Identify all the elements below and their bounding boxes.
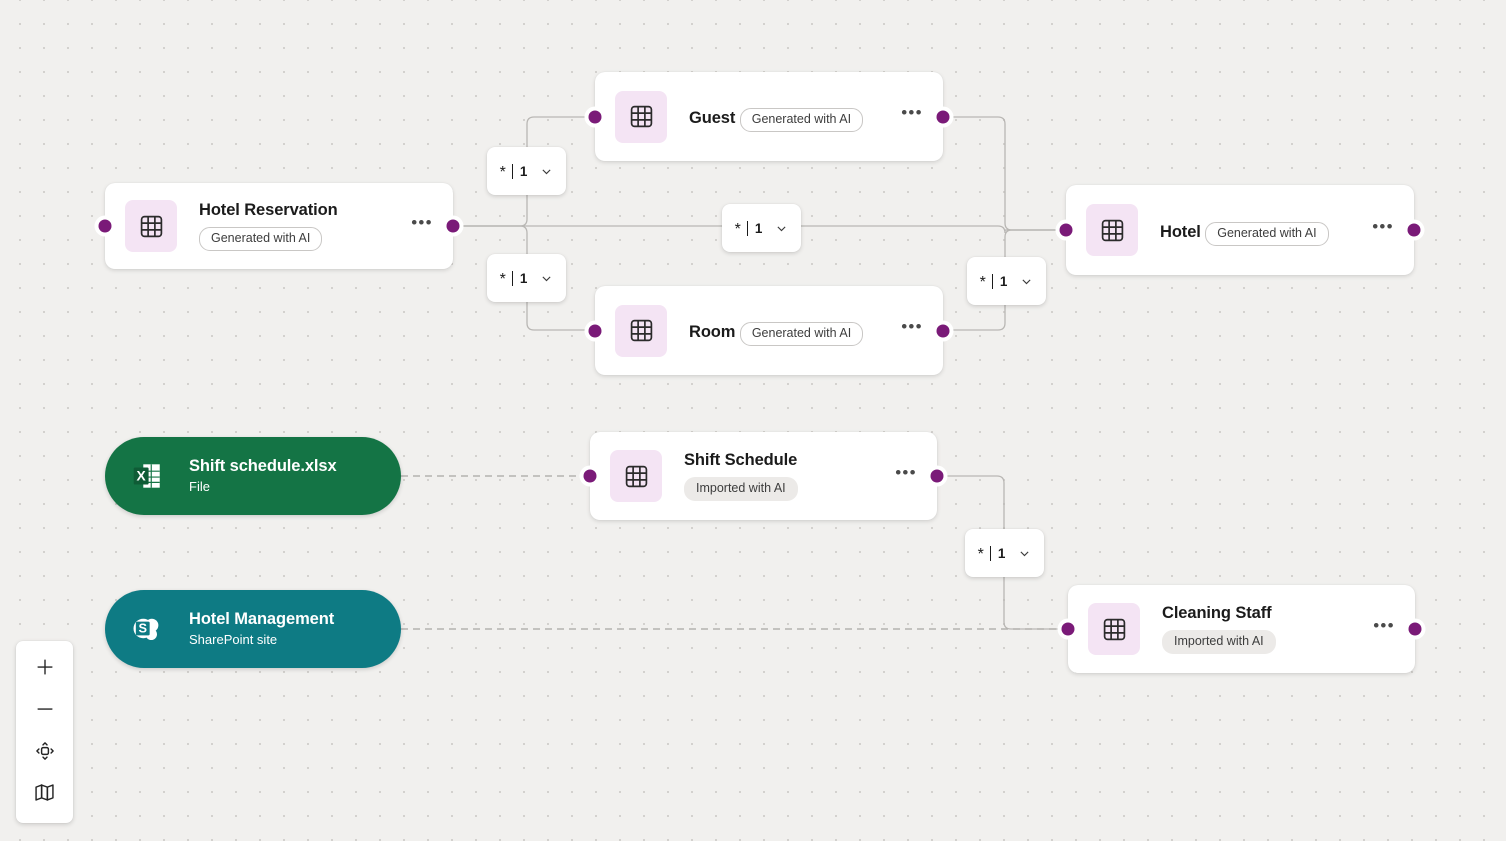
node-port-left[interactable] [588, 324, 602, 337]
node-content: Cleaning Staff Imported with AI [1162, 604, 1371, 654]
node-more-options-button[interactable]: ••• [901, 317, 923, 336]
zoom-toolbar[interactable] [16, 641, 73, 823]
node-more-options-button[interactable]: ••• [895, 462, 917, 482]
pill-content: Shift schedule.xlsx File [189, 457, 337, 495]
node-port-right[interactable] [446, 219, 460, 233]
node-badge: Imported with AI [1162, 630, 1276, 654]
node-port-right[interactable] [1408, 622, 1422, 636]
node-title: Room [689, 323, 736, 341]
node-port-left[interactable] [588, 110, 602, 123]
node-title: Cleaning Staff [1162, 604, 1272, 622]
table-icon [125, 200, 177, 252]
node-title: Hotel Reservation [199, 201, 338, 219]
cardinality-chip-room[interactable]: * 1 [487, 254, 566, 302]
table-icon [610, 450, 662, 502]
chevron-down-icon[interactable] [1020, 275, 1033, 288]
svg-text:X: X [137, 467, 147, 483]
node-port-right[interactable] [1407, 223, 1421, 237]
pill-hotel-management-site[interactable]: S Hotel Management SharePoint site [105, 590, 401, 668]
cardinality-many: * [499, 164, 506, 181]
node-content: Room Generated with AI [689, 315, 899, 346]
pill-title: Shift schedule.xlsx [189, 457, 337, 475]
table-icon [615, 304, 667, 357]
cardinality-chip-guest[interactable]: * 1 [487, 147, 566, 195]
cardinality-one: 1 [997, 545, 1006, 561]
node-guest[interactable]: Guest Generated with AI ••• [588, 72, 950, 161]
cardinality-divider [511, 163, 513, 179]
cardinality-one: 1 [519, 270, 528, 286]
node-badge: Generated with AI [199, 227, 323, 251]
map-icon [33, 781, 56, 809]
node-port-left[interactable] [583, 469, 597, 483]
pill-subtitle: File [189, 479, 210, 494]
plus-icon [34, 656, 56, 683]
table-icon [1088, 603, 1140, 655]
node-hotel[interactable]: Hotel Generated with AI ••• [1059, 185, 1421, 275]
chevron-down-icon[interactable] [775, 222, 788, 235]
edge-guest-hotel [941, 116, 1065, 231]
pill-content: Hotel Management SharePoint site [189, 610, 334, 648]
pill-subtitle: SharePoint site [189, 632, 278, 647]
cardinality-one: 1 [754, 220, 763, 236]
node-content: Shift Schedule Imported with AI [684, 451, 893, 501]
minus-icon [34, 698, 56, 725]
chevron-down-icon[interactable] [540, 272, 553, 285]
node-hotel-reservation[interactable]: Hotel Reservation Generated with AI ••• [98, 183, 460, 269]
cardinality-many: * [499, 271, 506, 288]
cardinality-chip-shift-cleaning[interactable]: * 1 [965, 529, 1044, 577]
node-badge: Generated with AI [739, 322, 864, 346]
node-port-right[interactable] [936, 324, 950, 337]
node-port-left[interactable] [1059, 223, 1073, 237]
minimap-button[interactable] [23, 774, 67, 816]
node-room[interactable]: Room Generated with AI ••• [588, 286, 950, 375]
zoom-out-button[interactable] [23, 690, 67, 732]
cardinality-divider [989, 545, 991, 561]
svg-text:S: S [138, 621, 147, 636]
node-more-options-button[interactable]: ••• [1372, 216, 1394, 236]
node-shift-schedule[interactable]: Shift Schedule Imported with AI ••• [583, 432, 944, 520]
node-more-options-button[interactable]: ••• [411, 212, 433, 232]
node-title: Shift Schedule [684, 451, 798, 469]
node-cleaning-staff[interactable]: Cleaning Staff Imported with AI ••• [1061, 585, 1422, 673]
zoom-in-button[interactable] [23, 648, 67, 690]
table-icon [615, 90, 667, 143]
table-icon [1086, 204, 1138, 256]
excel-icon: X [127, 456, 167, 496]
fit-view-icon [33, 739, 57, 768]
node-badge: Generated with AI [1205, 221, 1329, 246]
fit-view-button[interactable] [23, 732, 67, 774]
node-badge: Generated with AI [739, 108, 864, 132]
node-badge: Imported with AI [684, 477, 798, 501]
pill-shift-schedule-file[interactable]: X Shift schedule.xlsx File [105, 437, 401, 515]
cardinality-many: * [977, 546, 984, 563]
node-content: Hotel Generated with AI [1160, 215, 1370, 246]
node-more-options-button[interactable]: ••• [1373, 615, 1395, 635]
node-more-options-button[interactable]: ••• [901, 103, 923, 122]
sharepoint-icon: S [127, 609, 167, 649]
node-port-left[interactable] [1061, 622, 1075, 636]
pill-title: Hotel Management [189, 610, 335, 628]
node-title: Hotel [1160, 222, 1201, 241]
cardinality-divider [511, 270, 513, 286]
chevron-down-icon[interactable] [540, 165, 553, 178]
cardinality-chip-reservation-hotel[interactable]: * 1 [722, 204, 801, 252]
cardinality-divider [991, 273, 993, 289]
node-port-left[interactable] [98, 219, 112, 233]
node-port-right[interactable] [930, 469, 944, 483]
cardinality-chip-room-hotel[interactable]: * 1 [967, 257, 1046, 305]
cardinality-many: * [979, 274, 986, 291]
cardinality-divider [746, 220, 748, 236]
node-port-right[interactable] [936, 110, 950, 123]
node-content: Guest Generated with AI [689, 101, 899, 132]
chevron-down-icon[interactable] [1018, 547, 1031, 560]
cardinality-many: * [734, 221, 741, 238]
node-content: Hotel Reservation Generated with AI [199, 201, 409, 251]
cardinality-one: 1 [999, 273, 1008, 289]
cardinality-one: 1 [519, 163, 528, 179]
node-title: Guest [689, 109, 736, 127]
